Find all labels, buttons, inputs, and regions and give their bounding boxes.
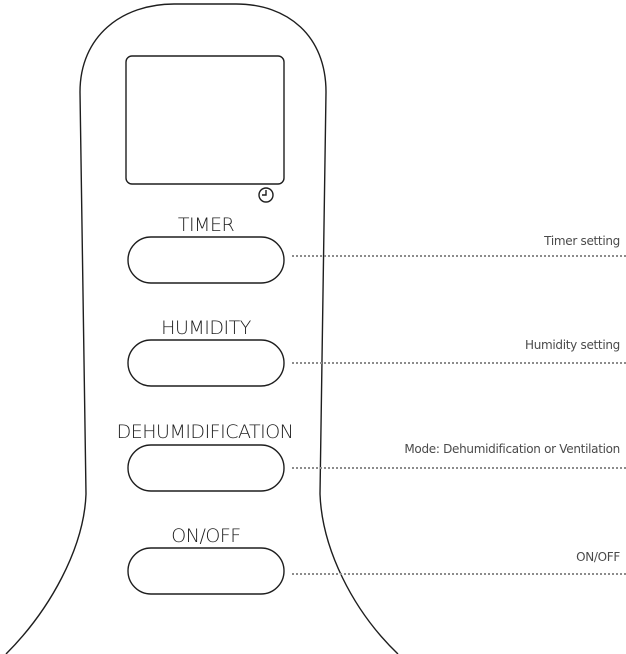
clock-icon: [258, 187, 274, 203]
humidity-button[interactable]: [127, 339, 285, 387]
remote-body-outline: [5, 3, 399, 654]
lcd-display: [125, 55, 285, 185]
timer-callout: Timer setting: [543, 234, 620, 248]
timer-label: TIMER: [178, 214, 235, 236]
humidity-label: HUMIDITY: [161, 317, 252, 339]
power-callout: ON/OFF: [576, 550, 620, 564]
dehumidification-label: DEHUMIDIFICATION: [117, 421, 294, 443]
timer-button[interactable]: [127, 236, 285, 284]
dehumidification-button[interactable]: [127, 444, 285, 492]
on-off-label: ON/OFF: [171, 525, 240, 547]
mode-callout: Mode: Dehumidification or Ventilation: [404, 442, 620, 456]
humidity-callout: Humidity setting: [525, 338, 620, 352]
on-off-button[interactable]: [127, 547, 285, 595]
